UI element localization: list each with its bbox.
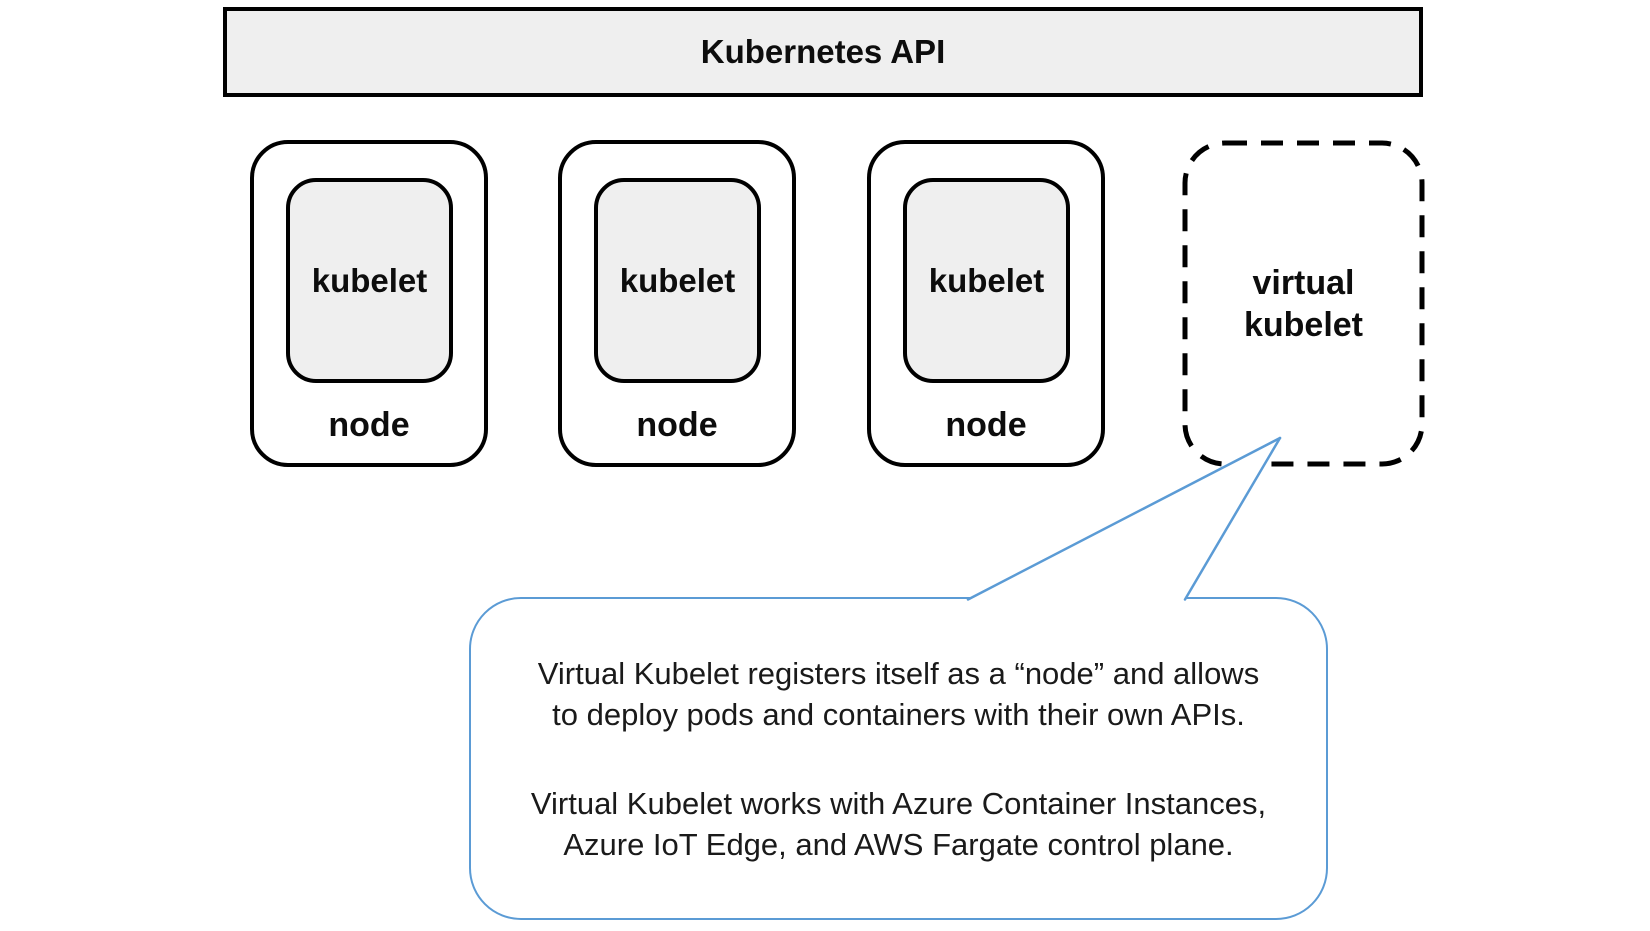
virtual-kubelet-label: virtual kubelet	[1182, 140, 1425, 467]
kubelet-box-2: kubelet	[594, 178, 761, 383]
callout-line: Azure IoT Edge, and AWS Fargate control …	[563, 827, 1234, 862]
node-box-1: kubelet node	[250, 140, 488, 467]
node-box-2: kubelet node	[558, 140, 796, 467]
callout-line: to deploy pods and containers with their…	[552, 697, 1245, 732]
callout-paragraph-1: Virtual Kubelet registers itself as a “n…	[471, 653, 1326, 735]
kubelet-box-1: kubelet	[286, 178, 453, 383]
callout-paragraph-2: Virtual Kubelet works with Azure Contain…	[471, 783, 1326, 865]
virtual-kubelet-box: virtual kubelet	[1182, 140, 1425, 467]
dashed-border	[1182, 140, 1425, 467]
kubernetes-api-bar: Kubernetes API	[223, 7, 1423, 97]
node-label: node	[636, 406, 718, 444]
callout-text: Virtual Kubelet registers itself as a “n…	[471, 653, 1326, 865]
kubelet-label: kubelet	[311, 261, 428, 299]
kubelet-label: kubelet	[928, 261, 1045, 299]
kubelet-box-3: kubelet	[903, 178, 1070, 383]
node-label: node	[945, 406, 1027, 444]
callout-line: Virtual Kubelet works with Azure Contain…	[530, 786, 1267, 821]
callout-bubble: Virtual Kubelet registers itself as a “n…	[469, 597, 1328, 920]
kubernetes-api-label: Kubernetes API	[700, 33, 946, 70]
node-box-3: kubelet node	[867, 140, 1105, 467]
node-label: node	[328, 406, 410, 444]
callout-line: Virtual Kubelet registers itself as a “n…	[537, 656, 1260, 691]
virtual-kubelet-label-line1: virtual	[1252, 263, 1355, 302]
virtual-kubelet-label-line2: kubelet	[1243, 305, 1364, 344]
kubelet-label: kubelet	[619, 261, 736, 299]
